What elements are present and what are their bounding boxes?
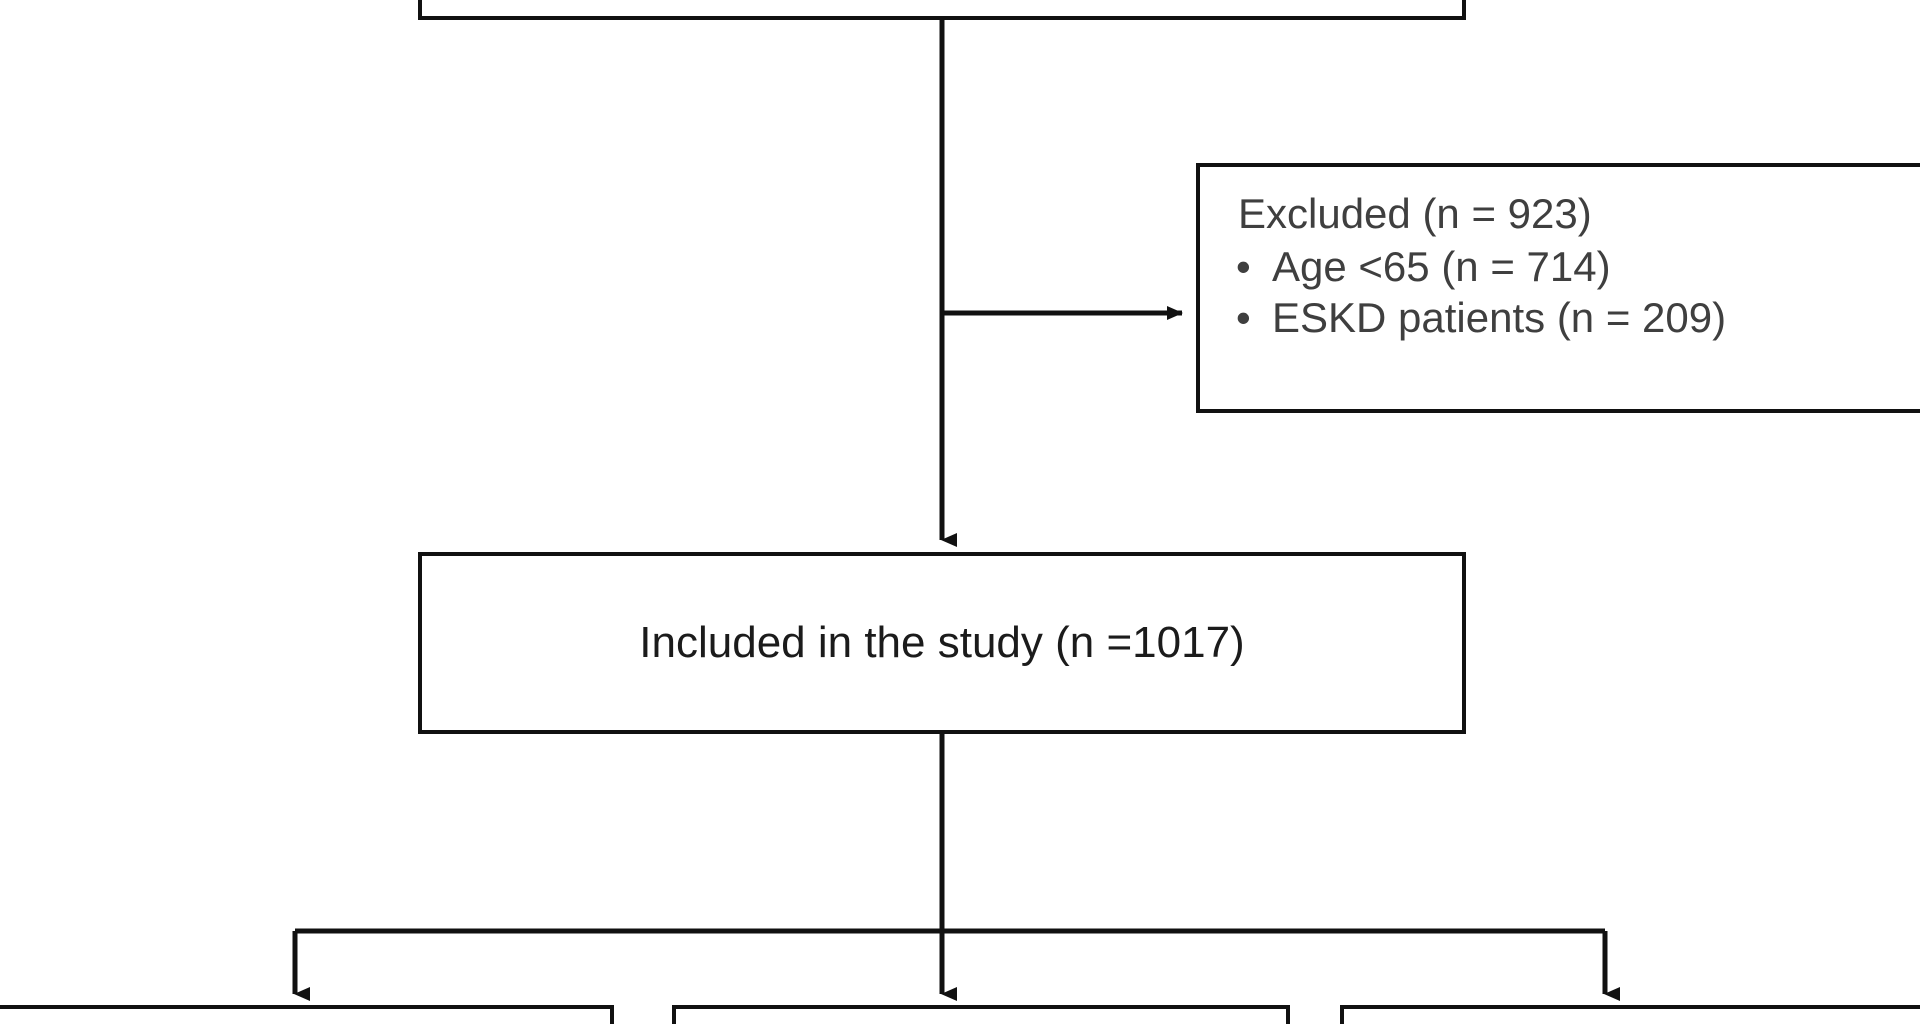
outcome-box-center [672, 1005, 1290, 1024]
excluded-reason-list: • Age <65 (n = 714) • ESKD patients (n =… [1226, 241, 1920, 343]
excluded-reason-item: • ESKD patients (n = 209) [1226, 292, 1920, 343]
included-box-label: Included in the study (n =1017) [639, 618, 1245, 667]
included-box [418, 552, 1466, 734]
outcome-box-right [1340, 1005, 1920, 1024]
excluded-reason-item: • Age <65 (n = 714) [1226, 241, 1920, 292]
bullet-icon: • [1236, 242, 1251, 290]
excluded-reason-label: ESKD patients (n = 209) [1272, 293, 1727, 341]
excluded-title: Excluded (n = 923) [1238, 190, 1592, 237]
excluded-box-content: Excluded (n = 923) • Age <65 (n = 714) •… [1196, 163, 1920, 413]
excluded-reason-label: Age <65 (n = 714) [1272, 242, 1611, 290]
outcome-box-left [0, 1005, 614, 1024]
excluded-box [1196, 163, 1920, 413]
source-cohort-box [418, 0, 1466, 20]
bullet-icon: • [1236, 293, 1251, 341]
